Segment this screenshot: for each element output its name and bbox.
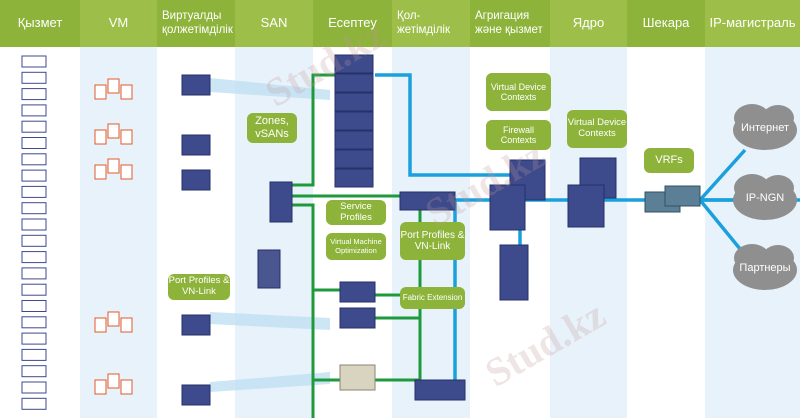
service-box-icon [21,88,47,101]
service-box-icon [21,137,47,149]
core-switch-icon [567,184,605,228]
vm-app-icon [120,164,133,180]
storage-array-icon [257,249,281,289]
cloud-partners [733,244,797,290]
vm-app-icon [107,78,120,94]
service-box-icon [21,397,47,410]
label-vrfs: VRFs [644,148,694,173]
cloud-label-ip-ngn: IP-NGN [745,192,785,204]
mds-switch-icon [269,181,293,223]
blade-chassis-icon [334,54,374,74]
service-box-icon [21,332,47,345]
blade-chassis-icon [334,168,374,188]
virtual-switch-icon [181,169,211,191]
vm-app-icon [107,311,120,327]
vm-app-icon [107,158,120,174]
virtual-switch-icon [181,134,211,156]
header-ip-backbone: IP-магистраль [705,0,800,47]
cloud-label-partners: Партнеры [739,262,791,274]
vm-app-icon [94,84,107,100]
vm-app-icon [120,317,133,333]
band-san [235,47,313,418]
header-service: Қызмет [0,0,80,47]
service-box-icon [21,348,47,361]
vm-app-icon [94,164,107,180]
band-core [550,47,627,418]
label-vm-optimization: Virtual Machine Optimization [326,233,386,260]
label-firewall-contexts: Firewall Contexts [486,120,551,150]
devices [94,54,701,406]
rack-server-icon [339,364,376,391]
beam [210,312,330,330]
label-fabric-extension: Fabric Extension [400,287,465,309]
beam [210,78,330,100]
service-box-icon [21,283,47,296]
service-box-icon [21,202,47,215]
header-compute: Есептеу [313,0,392,47]
service-box-icon [21,55,47,68]
label-vdc-core: Virtual Device Contexts [567,110,627,148]
service-box-icon [21,71,47,84]
label-port-profiles-access: Port Profiles & VN-Link [400,222,465,260]
blade-chassis-icon [334,149,374,169]
vm-app-icon [120,379,133,395]
nexus-access-switch-icon [399,191,456,211]
header-vm: VM [80,0,157,47]
service-box-icon [21,316,47,329]
service-box-icon [21,381,47,394]
header-core: Ядро [550,0,627,47]
label-service-profiles: Service Profiles [326,200,386,225]
fabric-extender-icon [339,281,376,303]
virtual-switch-icon [181,384,211,406]
beam [210,372,330,392]
header-access: Қол-жетімділік [392,0,470,47]
service-box-icon [21,365,47,378]
service-box-icon [21,169,47,182]
vm-app-icon [107,373,120,389]
service-box-icon [21,104,47,117]
label-vdc-aggregation: Virtual Device Contexts [486,73,551,111]
service-box-icon [21,234,47,247]
aggregation-switch-icon [489,184,526,231]
vm-app-icon [120,129,133,145]
virtual-switch-icon [181,314,211,336]
vm-app-icon [120,84,133,100]
virtual-switch-icon [181,74,211,96]
header-edge: Шекара [627,0,705,47]
blade-chassis-icon [334,92,374,112]
blade-chassis-icon [334,130,374,150]
service-box-icon [21,153,47,166]
blade-chassis-icon [334,73,374,93]
label-zones-vsans: Zones, vSANs [247,113,297,143]
cloud-label-internet: Интернет [741,122,789,134]
service-box-icon [21,300,47,312]
service-box-icon [21,251,47,264]
vm-app-icon [94,129,107,145]
header-aggregation: Агригация және қызмет [470,0,550,47]
blade-chassis-icon [334,111,374,131]
fabric-extender-icon [339,307,376,329]
band-vm [80,47,157,418]
fabric-extender-icon [414,379,466,401]
clouds [733,104,797,290]
vm-app-icon [94,317,107,333]
label-port-profiles-virtual: Port Profiles & VN-Link [168,274,230,300]
service-box-icon [21,120,47,133]
cloud-ip-ngn [733,174,797,220]
cloud-internet [733,104,797,150]
edge-router-icon [664,185,701,207]
vm-app-icon [94,379,107,395]
service-box-icon [21,267,47,280]
service-list [21,55,47,410]
header-san: SAN [235,0,313,47]
service-chassis-icon [499,244,529,301]
header-virtual-access: Виртуалды қолжетімділік [157,0,235,47]
vm-app-icon [107,123,120,139]
service-box-icon [21,218,47,231]
service-box-icon [21,185,47,198]
